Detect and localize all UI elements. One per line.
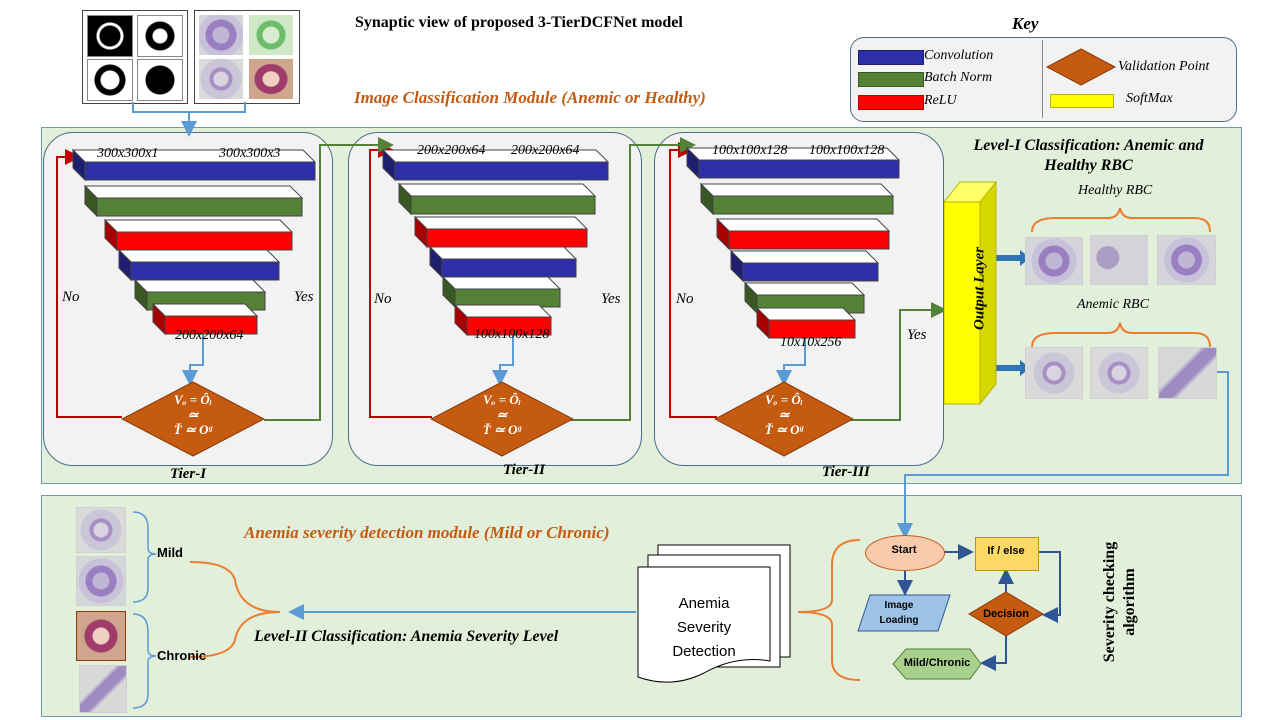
chronic-rbc-image-2 [79,665,127,713]
level1-title: Level-I Classification: Anemic and Healt… [973,137,1204,174]
decision-node [968,591,1044,637]
tier-1-layer-3 [103,218,294,252]
tier-3-input-left: 100x100x128 [712,143,788,158]
tier-1-yes-label: Yes [294,289,314,305]
healthy-label: Healthy RBC [1078,183,1153,198]
key-relu-label: ReLU [924,93,957,108]
chronic-rbc-image-1 [76,611,126,661]
tier-1-input-right: 300x300x3 [219,146,281,161]
tier-3-validation-text: Vₒ = Ôᵢ≃Ť ≃ Oᵍ [764,392,804,437]
level2-title: Level-II Classification: Anemia Severity… [254,628,559,645]
tier-2-layer-4 [428,245,578,279]
key-validation-diamond [1045,48,1117,86]
tier-3-layer-3 [715,217,891,251]
tier-3-validation-diamond [714,381,854,457]
anemic-label: Anemic RBC [1077,297,1149,312]
tier-1-output: 200x200x64 [175,328,244,343]
tier-2-validation-diamond [430,381,574,457]
severity-detection-document [637,544,791,683]
tier-2-input-left: 200x200x64 [417,143,486,158]
key-bn-swatch [858,72,924,87]
healthy-rbc-image-2 [1090,235,1148,285]
tier-1-layer-4 [117,248,281,282]
tier-3-layer-4 [729,249,880,283]
key-relu-swatch [858,95,924,110]
tier-1-no-label: No [62,289,80,305]
decision-label: Decision [983,608,1029,620]
key-softmax-swatch [1050,94,1114,108]
image-loading-label: Image Loading [879,600,919,626]
mild-rbc-image-1 [76,507,126,553]
tier-2-input-right: 200x200x64 [511,143,580,158]
ifelse-node [975,537,1039,571]
tier-3-name: Tier-III [822,464,870,480]
tier-2-layer-5 [441,275,562,309]
mild-label: Mild [157,545,183,560]
tier-1-validation-diamond [121,381,265,457]
tier-3-output: 10x10x256 [780,335,842,350]
ifelse-label: If / else [987,545,1025,557]
mild-rbc-image-2 [76,556,126,606]
key-softmax-label: SoftMax [1126,91,1173,106]
tier-1-input-left: 300x300x1 [97,146,159,161]
result-node [892,648,982,680]
image-loading-node [857,594,951,632]
key-conv-swatch [858,50,924,65]
key-bn-label: Batch Norm [924,70,993,85]
key-title: Key [1012,14,1039,33]
tier-1-layer-2 [83,184,304,218]
anemic-rbc-image-2 [1090,347,1148,399]
tier-3-layer-2 [699,182,895,216]
key-divider [1042,40,1043,118]
tier-2-output: 100x100x128 [474,327,550,342]
result-label: Mild/Chronic [903,657,971,669]
key-conv-label: Convolution [924,48,994,63]
tier-1-layer-1 [71,148,317,182]
anemic-rbc-image-3 [1158,347,1217,399]
tier-3-layer-1 [685,146,901,180]
healthy-rbc-image-1 [1025,237,1083,285]
severity-detection-text: Anemia Severity Detection [672,595,736,660]
tier-2-no-label: No [374,291,392,307]
tier-2-layer-3 [413,215,589,249]
tier-2-validation-text: Vₒ = Ôᵢ≃Ť ≃ Oᵍ [482,392,522,437]
tier-1-name: Tier-I [170,466,207,482]
tier-2-layer-2 [397,182,597,216]
tier-2-layer-6 [453,303,553,337]
start-label: Start [891,544,917,556]
diagram-title: Synaptic view of proposed 3-TierDCFNet m… [355,14,683,31]
severity-module-title: Anemia severity detection module (Mild o… [244,523,610,542]
tier-2-layer-1 [381,148,610,182]
tier-1-layer-6 [151,302,259,336]
tier-3-layer-6 [755,306,857,340]
chronic-label: Chronic [157,648,207,663]
tier-2-yes-label: Yes [601,291,621,307]
color-input-images [194,10,300,104]
tier-3-input-right: 100x100x128 [809,143,885,158]
healthy-rbc-image-3 [1157,235,1216,285]
output-layer-label: Output Layer [971,247,988,330]
key-validation-label: Validation Point [1118,59,1210,74]
binary-input-images [82,10,188,104]
tier-1-validation-text: Vₒ = Ôᵢ≃Ť ≃ Oᵍ [173,392,213,437]
algorithm-title: Severity checking algorithm [1101,541,1138,663]
tier-3-no-label: No [676,291,694,307]
classification-module-title: Image Classification Module (Anemic or H… [354,88,706,107]
start-node [865,535,945,571]
tier-3-yes-label: Yes [907,327,927,343]
output-layer-block [944,180,998,406]
anemic-rbc-image-1 [1025,347,1083,399]
tier-2-name: Tier-II [503,462,545,478]
